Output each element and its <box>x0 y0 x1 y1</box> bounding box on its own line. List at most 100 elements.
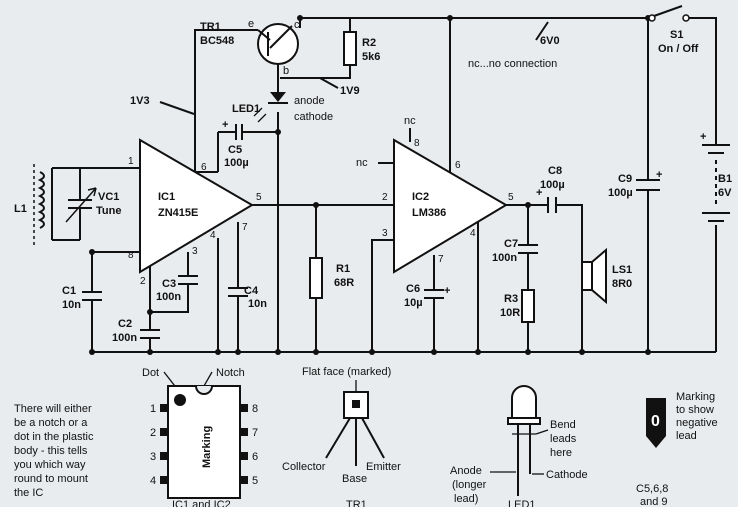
tr-pinout-collector: Collector <box>282 461 326 473</box>
ls1-ref: LS1 <box>612 264 632 276</box>
c9-plus: + <box>656 169 662 181</box>
tr1-ref: TR1 <box>200 21 221 33</box>
c8-plus: + <box>536 187 542 199</box>
switch-right-wire <box>688 17 717 145</box>
tr1-b: b <box>283 65 289 77</box>
ic-pin-r8: 8 <box>252 403 258 415</box>
c3-ref: C3 <box>162 278 176 290</box>
led1-anode: anode <box>294 95 325 107</box>
volt-1v9: 1V9 <box>340 85 360 97</box>
ic1-pin8: 8 <box>128 250 134 261</box>
led1-symbol <box>270 92 286 102</box>
ic1-pin7: 7 <box>242 222 248 233</box>
led-pinout-bend-2: leads <box>550 433 577 445</box>
ls1-cone <box>591 247 607 305</box>
ic-pin-r5: 5 <box>252 475 258 487</box>
svg-text:be a notch or a: be a notch or a <box>14 417 88 429</box>
c9-symbol <box>636 179 660 191</box>
cap-marking-text-2: to show <box>676 404 714 416</box>
ic-pinout-dot: Dot <box>142 367 159 379</box>
ic1-pin6: 6 <box>201 162 207 173</box>
r2-ref: R2 <box>362 37 376 49</box>
svg-text:round to mount: round to mount <box>14 473 88 485</box>
c5-value: 100µ <box>224 157 249 169</box>
tr-pinout-base: Base <box>342 473 367 485</box>
led-pinout-rim <box>507 417 541 425</box>
led-pinout-body <box>511 385 537 418</box>
ic2-pin8: 8 <box>414 138 420 149</box>
cap-marking-symbol: 0 <box>651 413 660 430</box>
volt-6v0-leader <box>535 21 549 41</box>
s1-label: On / Off <box>658 43 699 55</box>
tr-pinout-emitter: Emitter <box>366 461 401 473</box>
svg-text:There will either: There will either <box>14 403 92 415</box>
s1-contact-b <box>682 14 690 22</box>
c5-ref: C5 <box>228 144 242 156</box>
c3-value: 100n <box>156 291 181 303</box>
ic-pin-r7: 7 <box>252 427 258 439</box>
ic1-pin5: 5 <box>256 192 262 203</box>
c7-symbol <box>518 244 538 254</box>
ic2-triangle <box>393 138 508 274</box>
ic1-triangle <box>139 138 254 274</box>
r1-body <box>309 257 323 299</box>
led-pinout-bend-3: here <box>550 447 572 459</box>
c5-plus: + <box>222 119 228 131</box>
c1-value: 10n <box>62 299 81 311</box>
svg-text:the IC: the IC <box>14 487 43 499</box>
tr1-c: c <box>294 19 300 31</box>
ic2-pin2: 2 <box>382 192 388 203</box>
volt-1v9-leader <box>319 77 339 89</box>
ic-pinout-notch: Notch <box>216 367 245 379</box>
ic-pin-l3: 3 <box>150 451 156 463</box>
c9-ref: C9 <box>618 173 632 185</box>
tr-pinout-caption: TR1 <box>346 499 367 507</box>
tr1-leads <box>257 25 293 56</box>
cap-marking-text-4: lead <box>676 430 697 442</box>
c5-symbol <box>235 124 243 140</box>
tr1-part: BC548 <box>200 35 234 47</box>
c4-symbol <box>228 287 248 297</box>
c1-symbol <box>82 291 102 301</box>
l1-coil <box>37 171 45 229</box>
led-pinout-anode-2: (longer <box>452 479 487 491</box>
c1-ref: C1 <box>62 285 76 297</box>
c8-symbol <box>547 197 557 213</box>
b1-value: 6V <box>718 187 732 199</box>
ic-pin-r6: 6 <box>252 451 258 463</box>
l1-ref: L1 <box>14 203 27 215</box>
tr1-symbol <box>257 23 299 65</box>
vc1-ref: VC1 <box>98 191 119 203</box>
vc1-label: Tune <box>96 205 121 217</box>
ic1-pin2: 2 <box>140 276 146 287</box>
tr-pinout-flat: Flat face (marked) <box>302 366 391 378</box>
volt-6v0: 6V0 <box>540 35 560 47</box>
ic2-out-wire <box>500 204 583 262</box>
r3-ref: R3 <box>504 293 518 305</box>
cap-marking-caption-1: C5,6,8 <box>636 483 668 495</box>
led1-light-icon <box>253 107 267 123</box>
s1-contact-a <box>648 14 656 22</box>
cap-marking-icon <box>646 398 666 448</box>
ic2-pin7: 7 <box>438 254 444 265</box>
r3-value: 10R <box>500 307 520 319</box>
c6-value: 10µ <box>404 297 423 309</box>
led-pinout-anode-1: Anode <box>450 465 482 477</box>
ic2-pin6: 6 <box>455 160 461 171</box>
ic1-ref: IC1 <box>158 191 175 203</box>
c4-ref: C4 <box>244 285 259 297</box>
ic1-pin1: 1 <box>128 156 134 167</box>
led1-ref: LED1 <box>232 103 260 115</box>
cap-marking-text-3: negative <box>676 417 718 429</box>
tr-pinout-legs <box>325 417 385 466</box>
c3-symbol <box>178 275 198 285</box>
r2-value: 5k6 <box>362 51 380 63</box>
tr-pinout-face-mark <box>352 400 360 408</box>
c7-value: 100n <box>492 252 517 264</box>
junction-dots <box>89 15 651 355</box>
ic2-pin4: 4 <box>470 228 476 239</box>
ic2-pin3: 3 <box>382 228 388 239</box>
r3-body <box>521 289 535 323</box>
